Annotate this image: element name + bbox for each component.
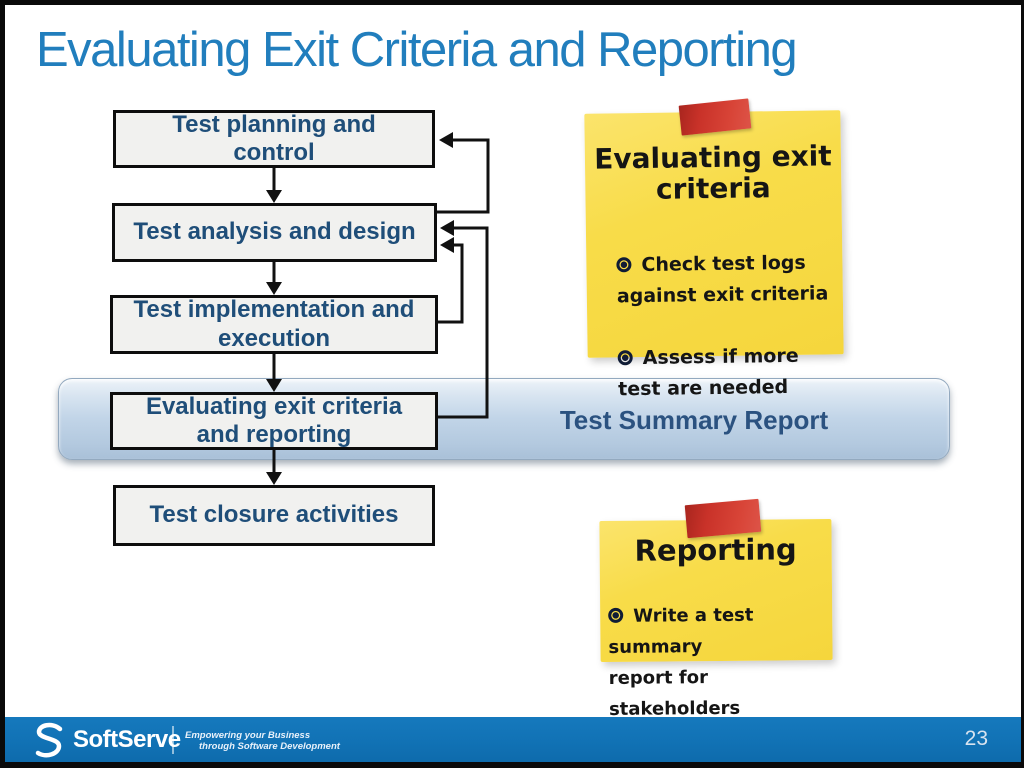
flow-box-label: Test analysis and design — [133, 218, 416, 246]
note-bullet-item: Assess if more test are needed — [617, 340, 835, 405]
bullseye-icon — [617, 349, 633, 365]
flow-box-label: Test implementation and execution — [133, 296, 415, 352]
flow-box-test-analysis: Test analysis and design — [112, 203, 437, 262]
flow-box-test-planning: Test planning and control — [113, 110, 435, 168]
footer-bar: SoftServe Empowering your Business throu… — [0, 717, 1024, 762]
frame-edge-right — [1021, 0, 1024, 768]
sticky-note-reporting: Reporting Write a test summary report fo… — [599, 518, 833, 720]
note-bullet-item: Write a test summary report for stakehol… — [608, 600, 829, 726]
banner-label: Test Summary Report — [559, 405, 829, 435]
note-bullet-text: Check test logs against exit criteria — [616, 251, 829, 308]
frame-edge-top — [0, 0, 1024, 5]
flow-box-label: Test closure activities — [149, 501, 399, 529]
frame-edge-left — [0, 0, 5, 768]
slide-title: Evaluating Exit Criteria and Reporting — [36, 23, 798, 77]
flow-box-test-implementation: Test implementation and execution — [110, 295, 438, 354]
sticky-note-evaluating-exit-criteria: Evaluating exit criteria Check test logs… — [584, 110, 844, 400]
note-bullet-text: Write a test summary report for stakehol… — [608, 605, 754, 721]
frame-edge-bottom — [0, 762, 1024, 768]
softserve-s-icon — [35, 722, 63, 758]
flow-box-label: Evaluating exit criteria and reporting — [145, 392, 403, 448]
tagline-line2: through Software Development — [199, 741, 340, 753]
flow-box-evaluating-exit-criteria: Evaluating exit criteria and reporting — [110, 392, 438, 450]
bullseye-icon — [608, 608, 624, 624]
footer-tagline: Empowering your Business through Softwar… — [185, 730, 340, 753]
red-tape-graphic — [684, 498, 762, 539]
flow-box-test-closure: Test closure activities — [113, 485, 435, 546]
note-bullet-text: Assess if more test are needed — [618, 344, 799, 400]
bullseye-icon — [616, 256, 632, 273]
brand-name: SoftServe — [73, 726, 181, 753]
softserve-logo: SoftServe — [30, 720, 181, 760]
page-number: 23 — [964, 727, 988, 750]
sticky-note-bullets: Check test logs against exit criteria As… — [586, 216, 845, 436]
flow-box-label: Test planning and control — [172, 110, 376, 166]
note-bullet-item: Check test logs against exit criteria — [616, 247, 833, 312]
footer-divider — [172, 726, 174, 754]
tagline-line1: Empowering your Business — [185, 730, 311, 741]
